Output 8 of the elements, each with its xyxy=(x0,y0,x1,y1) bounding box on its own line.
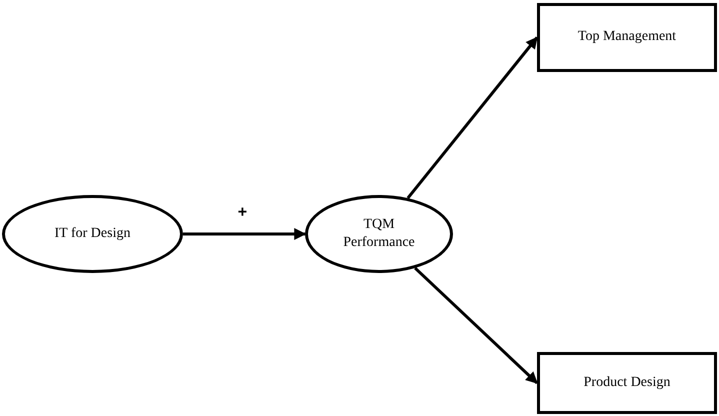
node-label: Product Design xyxy=(584,374,670,392)
node-label: TQM Performance xyxy=(342,216,416,252)
node-label: IT for Design xyxy=(54,224,130,243)
arrow xyxy=(183,228,306,240)
process-box xyxy=(537,352,717,414)
process-box xyxy=(537,3,717,72)
node-label: Top Management xyxy=(578,28,676,46)
arrow xyxy=(414,266,538,384)
